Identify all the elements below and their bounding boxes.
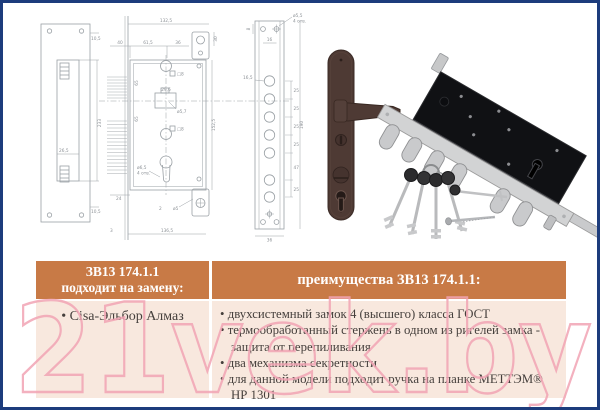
dim-label: 25 bbox=[294, 124, 300, 130]
dim-label: ø6,5 bbox=[137, 165, 147, 171]
dim-label: 36 bbox=[175, 40, 181, 46]
replacement-item: Cisa-Эльбор Алмаз bbox=[36, 309, 209, 325]
cross-key bbox=[449, 184, 508, 202]
dim-label: 4 отв. bbox=[137, 171, 150, 177]
dim-label: 40 bbox=[117, 40, 123, 46]
dim-label: 65 bbox=[134, 80, 140, 86]
keys-photo bbox=[383, 164, 508, 239]
model-number: ЗВ13 174.1.1 bbox=[85, 263, 160, 279]
faceplate-drawing bbox=[252, 16, 301, 237]
mounting-tab bbox=[431, 53, 449, 74]
dim-label: 36 bbox=[267, 238, 273, 244]
dim-label: □8 bbox=[177, 72, 184, 78]
dim-label: 24 bbox=[116, 196, 122, 202]
rear-bolt-rod bbox=[568, 212, 597, 241]
dim-label: 47 bbox=[294, 165, 300, 171]
dim-label: 26,5 bbox=[59, 148, 69, 154]
privacy-turn bbox=[332, 166, 350, 184]
dim-label: 233 bbox=[97, 119, 103, 127]
screw-photo bbox=[445, 215, 496, 226]
dim-label: 61,5 bbox=[143, 40, 153, 46]
replacement-header: ЗВ13 174.1.1 подходит на замену: bbox=[36, 261, 209, 299]
dim-label: 3 bbox=[110, 228, 113, 234]
dim-label: 25 bbox=[294, 106, 300, 112]
dim-label: 30 bbox=[213, 36, 219, 42]
screw-dot bbox=[339, 58, 343, 62]
advantage-item: для данной модели подходит ручка на план… bbox=[220, 371, 544, 404]
replacement-label: подходит на замену: bbox=[61, 280, 184, 295]
advantage-item: двухсистемный замок 4 (высшего) класса Г… bbox=[220, 306, 544, 322]
mortise-lock-photo bbox=[376, 53, 597, 241]
dim-label: 16,5 bbox=[243, 75, 253, 81]
technical-drawing-and-photo: 233 10,5 26,5 10,5 bbox=[40, 13, 597, 244]
dim-label: ø5,5 bbox=[293, 13, 303, 19]
dim-label: ø5 bbox=[173, 206, 179, 212]
dim-label: 10,5 bbox=[91, 209, 101, 215]
dim-label: ø5,7 bbox=[177, 109, 187, 115]
lock-keyhole bbox=[526, 159, 543, 180]
dim-label: 25 bbox=[294, 88, 300, 94]
advantage-item: два механизма секретности bbox=[220, 355, 544, 371]
dim-label: 8 bbox=[246, 27, 252, 30]
advantages-items: двухсистемный замок 4 (высшего) класса Г… bbox=[220, 306, 544, 404]
advantage-item: термообработанный стержень в одном из ри… bbox=[220, 322, 544, 355]
dim-label: 132,5 bbox=[160, 18, 173, 24]
dim-label: 25 bbox=[294, 142, 300, 148]
key bbox=[429, 173, 443, 239]
dim-label: 29,6 bbox=[161, 87, 171, 93]
dim-label: □8 bbox=[177, 127, 184, 133]
door-handle-photo bbox=[327, 49, 401, 221]
dim-label: 16 bbox=[267, 37, 273, 43]
lock-body-drawing bbox=[99, 16, 291, 240]
dim-label: 25 bbox=[294, 187, 300, 193]
euro-keyhole bbox=[335, 190, 347, 212]
dim-label: 65 bbox=[134, 116, 140, 122]
key bbox=[383, 168, 418, 229]
advantages-list: двухсистемный замок 4 (высшего) класса Г… bbox=[212, 301, 566, 402]
dim-label: 4 отв. bbox=[293, 19, 306, 25]
dim-label: 190 bbox=[299, 121, 305, 129]
key bbox=[406, 171, 431, 236]
dim-label: 10,5 bbox=[91, 36, 101, 42]
advantages-header: преимущества ЗВ13 174.1.1: bbox=[212, 261, 566, 299]
strike-plate-drawing bbox=[40, 23, 99, 223]
dim-label: 136,5 bbox=[161, 228, 174, 234]
dim-label: 152,5 bbox=[211, 119, 217, 132]
advantages-title: преимущества ЗВ13 174.1.1: bbox=[297, 271, 481, 288]
replacement-list: Cisa-Эльбор Алмаз bbox=[36, 301, 209, 398]
lock-faceplate bbox=[376, 103, 575, 227]
dim-label: 2 bbox=[159, 206, 162, 212]
